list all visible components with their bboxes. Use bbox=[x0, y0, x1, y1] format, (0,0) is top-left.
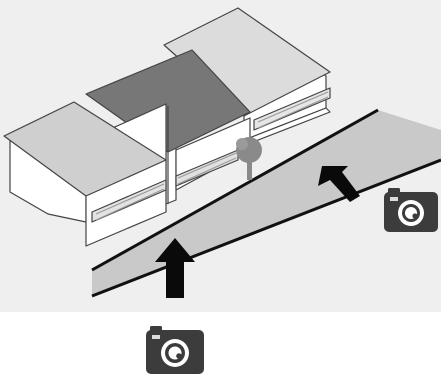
road-edge-top bbox=[91, 108, 379, 272]
arrow-up bbox=[155, 238, 195, 298]
house-left bbox=[3, 101, 167, 247]
camera-icon bbox=[146, 326, 204, 374]
house-right bbox=[163, 7, 331, 145]
camera-icon bbox=[384, 188, 438, 232]
road-edge-bottom bbox=[91, 158, 441, 298]
arrow-left bbox=[318, 166, 360, 202]
tree bbox=[236, 137, 262, 180]
